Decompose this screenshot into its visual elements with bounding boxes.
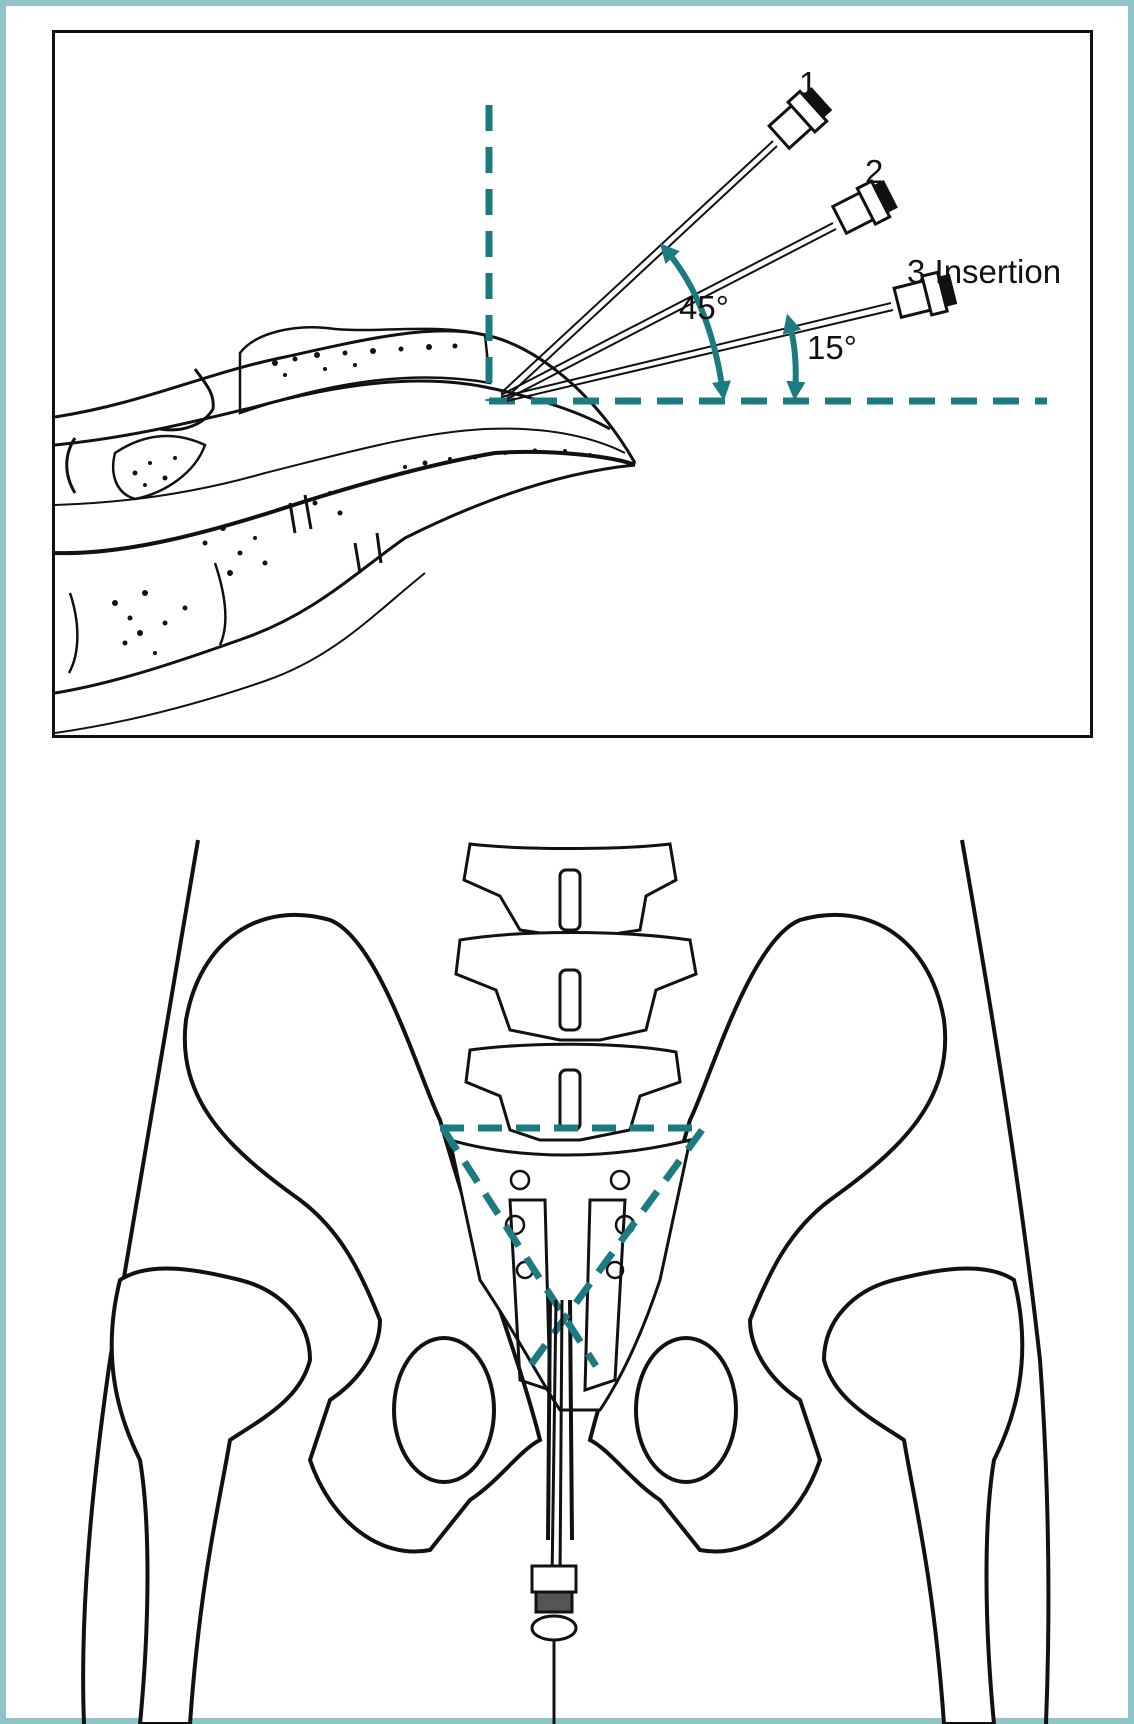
sagittal-view-drawing: 1 2 3 Insertion 45° 15° [55,33,1090,735]
bone-texture-dots [112,344,592,656]
angle-15-label: 15° [807,329,857,366]
angle-15-arc [789,321,796,393]
sagittal-view-panel: 1 2 3 Insertion 45° 15° [52,30,1093,738]
needle-1-label: 1 [799,65,817,102]
posterior-pelvis-panel [0,760,1134,1724]
femur-right [824,1268,1022,1724]
needle-2-label: 2 [865,153,883,190]
angle-45-label: 45° [679,289,729,326]
sacrum-coccyx-outline [55,327,635,733]
pelvis-drawing [0,760,1134,1724]
femur-left [112,1268,310,1724]
lumbar-spine [456,844,696,1140]
needle-3-label: 3 Insertion [907,253,1061,290]
